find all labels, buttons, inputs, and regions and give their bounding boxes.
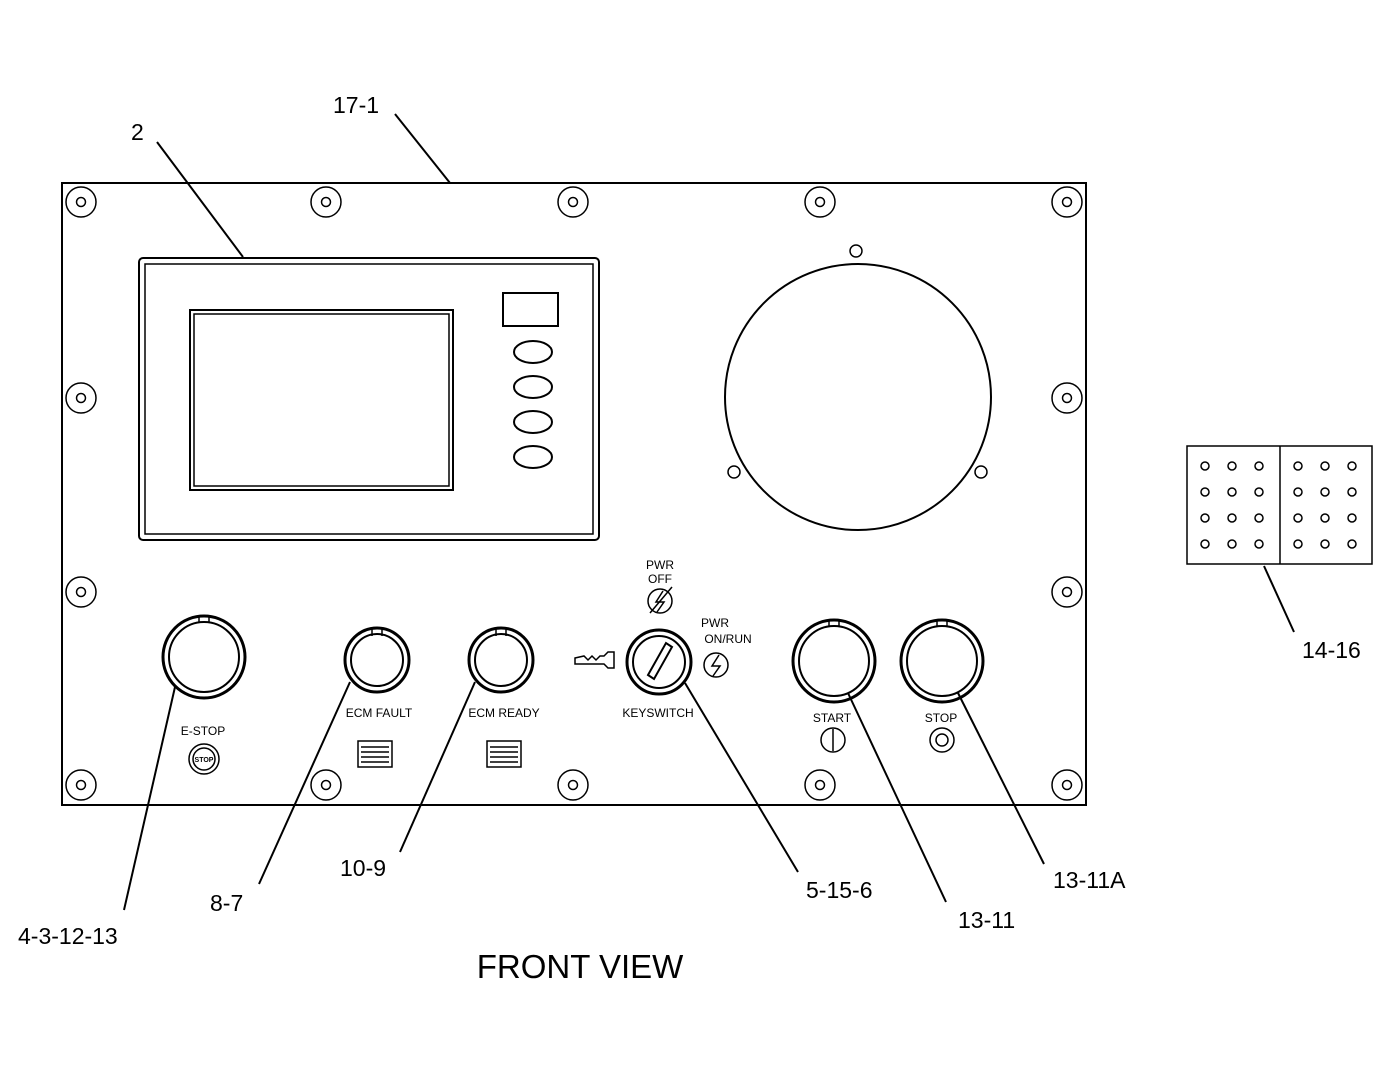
connector-pin	[1347, 487, 1357, 497]
screw-icon	[65, 186, 97, 218]
screw-icon	[1051, 382, 1083, 414]
keyswitch[interactable]	[625, 628, 693, 696]
pwr-off-label: OFF	[648, 572, 672, 586]
connector-pin	[1293, 513, 1303, 523]
screw-icon	[65, 769, 97, 801]
ecm-fault-label: ECM FAULT	[346, 706, 413, 720]
connector-pin	[1320, 461, 1330, 471]
connector-pin	[1293, 461, 1303, 471]
connector-pin	[1200, 513, 1210, 523]
view-title: FRONT VIEW	[477, 948, 684, 985]
display-softkey-button[interactable]	[513, 410, 553, 434]
ecm-ready-symbol-icon	[486, 740, 522, 768]
connector-pin	[1227, 513, 1237, 523]
pwr-off-label: PWR	[646, 558, 674, 572]
screw-icon	[310, 186, 342, 218]
connector-pin	[1200, 461, 1210, 471]
connector-pin	[1320, 513, 1330, 523]
callout-13-11a: 13-11A	[1053, 867, 1126, 893]
screw-icon	[1051, 576, 1083, 608]
connector-pins	[1200, 461, 1357, 549]
connector-pin	[1347, 539, 1357, 549]
callout-10-9: 10-9	[340, 855, 386, 881]
connector-block	[1186, 445, 1373, 565]
stop-sign-icon: STOP	[188, 743, 220, 775]
power-off-icon	[647, 586, 673, 614]
connector-pin	[1254, 487, 1264, 497]
stop-symbol-icon	[929, 727, 955, 753]
connector-pin	[1200, 539, 1210, 549]
mounting-screws	[65, 186, 1083, 801]
estop-button[interactable]	[161, 614, 247, 700]
callout-2: 2	[131, 119, 144, 145]
callout-4-3-12-13: 4-3-12-13	[18, 923, 118, 949]
connector-pin	[1254, 513, 1264, 523]
screw-icon	[65, 576, 97, 608]
callout-13-11: 13-11	[958, 907, 1015, 933]
callout-17-1: 17-1	[333, 92, 379, 118]
gauge-cutout	[724, 244, 992, 531]
display-screen	[189, 309, 454, 491]
ecm-ready-label: ECM READY	[468, 706, 539, 720]
screw-icon	[557, 769, 589, 801]
pwr-on-label: ON/RUN	[704, 632, 751, 646]
display-module	[138, 257, 600, 541]
key-icon	[574, 651, 615, 669]
start-symbol-icon	[820, 727, 846, 753]
display-softkey-button[interactable]	[513, 445, 553, 469]
connector-pin	[1254, 539, 1264, 549]
ecm-fault-indicator-lamp	[343, 626, 411, 694]
connector-pin	[1320, 487, 1330, 497]
svg-text:STOP: STOP	[195, 757, 214, 764]
screw-icon	[804, 769, 836, 801]
display-softkey-button[interactable]	[513, 375, 553, 399]
callout-8-7: 8-7	[210, 890, 243, 916]
connector-pin	[1320, 539, 1330, 549]
connector-pin	[1347, 513, 1357, 523]
callout-14-16: 14-16	[1302, 637, 1361, 663]
display-indicator	[502, 292, 559, 327]
connector-pin	[1227, 487, 1237, 497]
pwr-on-label: PWR	[701, 616, 729, 630]
stop-button[interactable]	[899, 618, 985, 704]
estop-label: E-STOP	[181, 724, 225, 738]
screw-icon	[557, 186, 589, 218]
screw-icon	[65, 382, 97, 414]
stop-label: STOP	[925, 711, 957, 725]
ecm-fault-symbol-icon	[357, 740, 393, 768]
start-button[interactable]	[791, 618, 877, 704]
start-label: START	[813, 711, 852, 725]
power-on-icon	[703, 652, 729, 678]
control-panel	[61, 182, 1087, 806]
ecm-ready-indicator-lamp	[467, 626, 535, 694]
screw-icon	[804, 186, 836, 218]
screw-icon	[1051, 769, 1083, 801]
callout-5-15-6: 5-15-6	[806, 877, 872, 903]
screw-icon	[1051, 186, 1083, 218]
leader-lines	[123, 113, 1295, 911]
connector-pin	[1200, 487, 1210, 497]
connector-pin	[1293, 539, 1303, 549]
connector-pin	[1293, 487, 1303, 497]
connector-pin	[1227, 539, 1237, 549]
connector-pin	[1347, 461, 1357, 471]
connector-pin	[1254, 461, 1264, 471]
screw-icon	[310, 769, 342, 801]
connector-pin	[1227, 461, 1237, 471]
display-softkey-button[interactable]	[513, 340, 553, 364]
keyswitch-label: KEYSWITCH	[622, 706, 693, 720]
